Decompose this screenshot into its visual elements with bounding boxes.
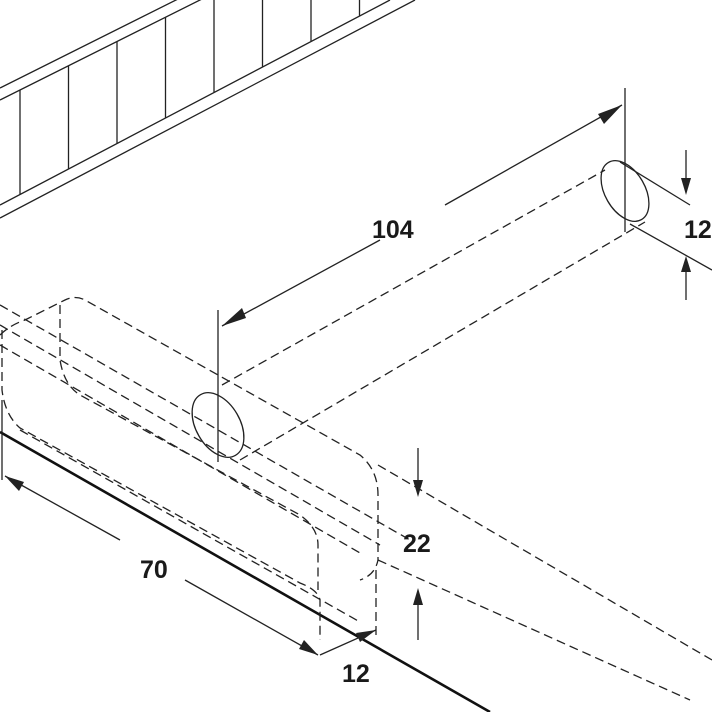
dimension-12-pin (681, 150, 691, 300)
dimension-70 (1, 400, 319, 656)
base-edge (0, 430, 491, 712)
dimension-12-depth (319, 629, 377, 656)
dimension-22 (413, 448, 423, 640)
label-70: 70 (140, 556, 168, 584)
label-22: 22 (403, 530, 431, 558)
dimension-104 (217, 88, 626, 462)
pin-left (191, 169, 646, 461)
label-12-depth: 12 (342, 660, 370, 688)
label-104: 104 (372, 216, 414, 244)
handle-body-hidden (0, 296, 712, 701)
grille (0, 0, 416, 219)
pin-right (600, 160, 712, 271)
label-12-pin: 12 (684, 216, 712, 244)
